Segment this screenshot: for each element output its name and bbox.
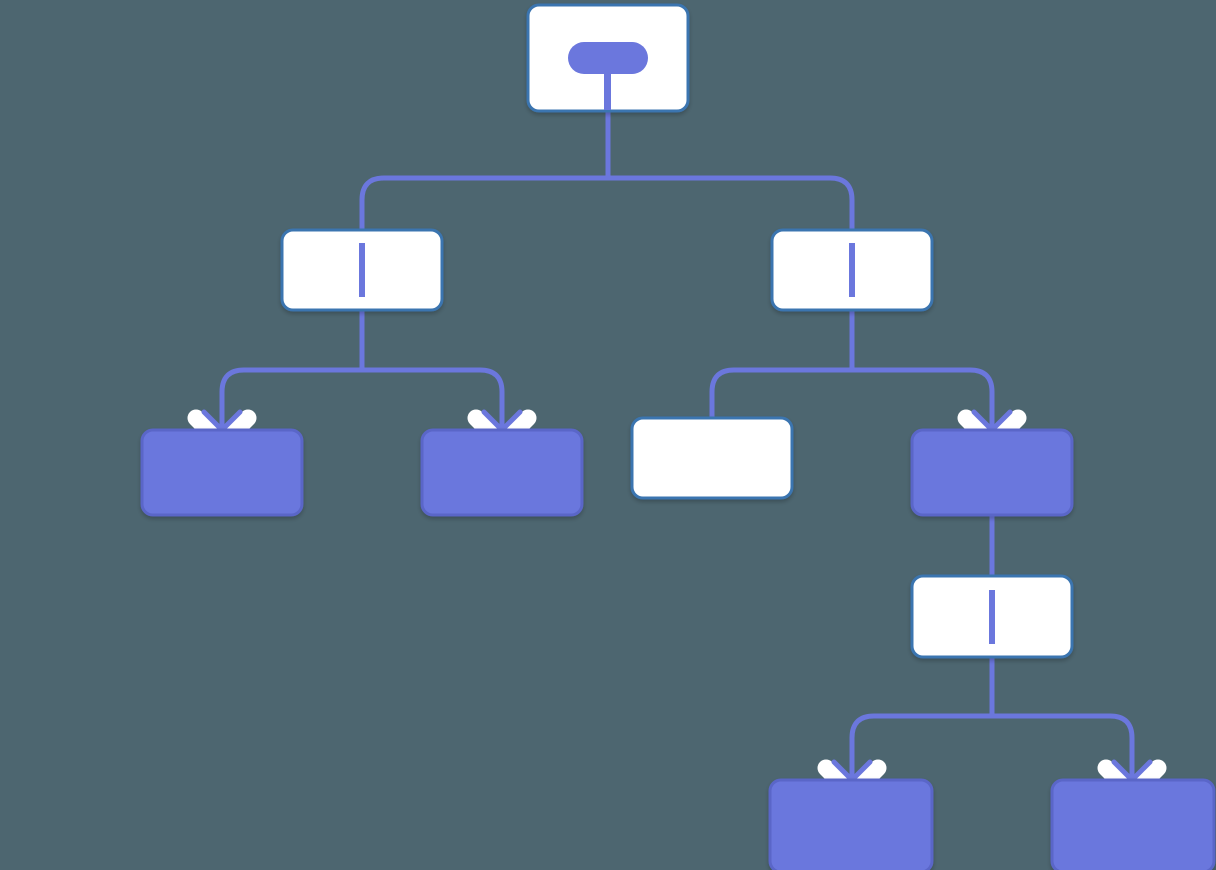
node-l1a[interactable] [280, 228, 444, 312]
node-l2a[interactable] [140, 428, 304, 517]
node-l2b[interactable] [420, 428, 584, 517]
edge-l3a-to-l4a [849, 654, 995, 780]
node-l2d-box[interactable] [910, 428, 1074, 517]
node-root-stem [604, 60, 611, 110]
node-l1b[interactable] [770, 228, 934, 312]
node-l2c[interactable] [630, 416, 794, 500]
node-l3a-vertical-line-icon [989, 590, 995, 644]
node-l4b-box[interactable] [1050, 778, 1216, 870]
node-l1a-vertical-line-icon [359, 243, 365, 297]
edge-l1a-to-l2a [219, 308, 365, 430]
node-l2c-box[interactable] [630, 416, 794, 500]
edge-l1b-to-l2d [852, 367, 995, 430]
node-l1b-vertical-line-icon [849, 243, 855, 297]
edge-root-to-l1a [359, 108, 611, 312]
node-l4a[interactable] [768, 778, 934, 870]
edge-l1a-to-l2b [362, 367, 505, 430]
node-l2a-box[interactable] [140, 428, 304, 517]
node-root[interactable] [526, 3, 690, 113]
collapsed-pill-badge-icon[interactable] [568, 42, 648, 74]
edge-root-to-l1b [608, 175, 855, 312]
node-l2b-box[interactable] [420, 428, 584, 517]
node-l2d[interactable] [910, 428, 1074, 517]
node-l4b[interactable] [1050, 778, 1216, 870]
node-l3a[interactable] [910, 574, 1074, 659]
edge-l3a-to-l4b [992, 713, 1135, 780]
edges-layer [219, 108, 1135, 780]
edge-l1b-to-l2c [709, 308, 855, 420]
node-l4a-box[interactable] [768, 778, 934, 870]
